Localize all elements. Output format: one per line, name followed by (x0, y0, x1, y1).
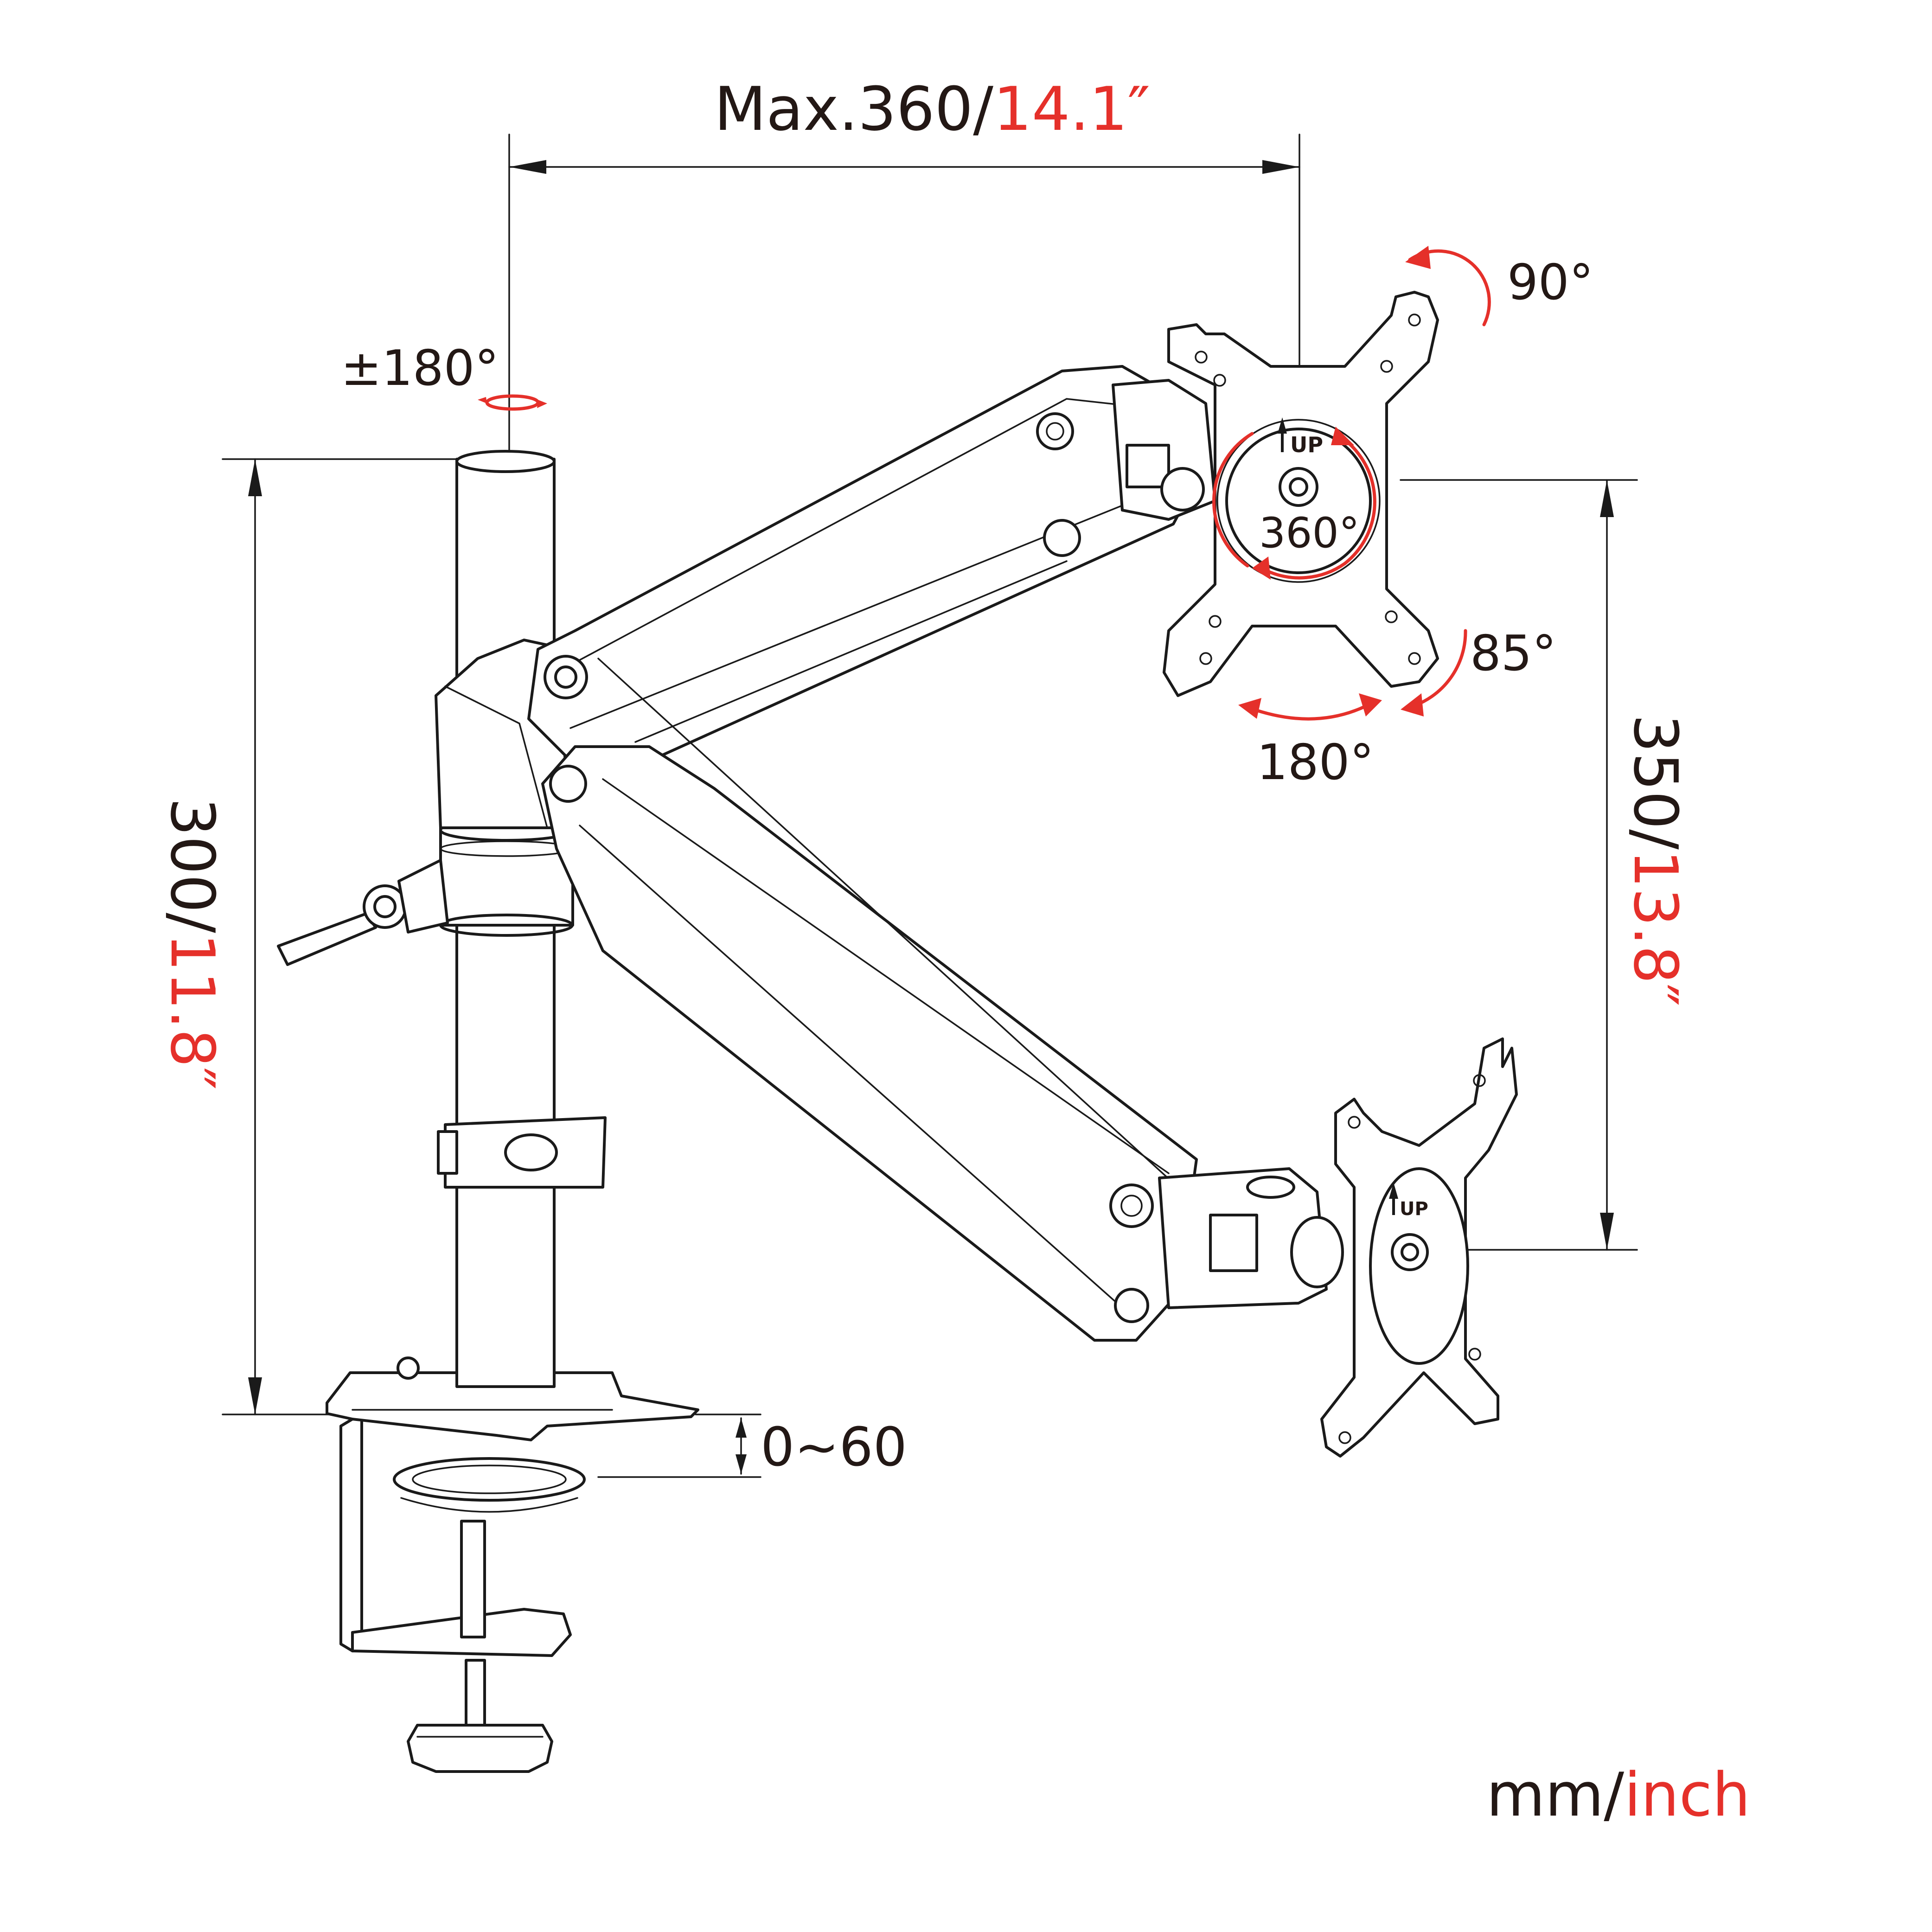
desk-clamp (326, 1356, 699, 1773)
desk-thickness-label: 0~60 (761, 1416, 907, 1478)
tilt-up-label: 90° (1507, 254, 1593, 311)
swivel-label: 180° (1257, 734, 1374, 791)
lower-vesa-plate: UP (1320, 1037, 1518, 1458)
dimension-labels: Max.360/14.1″ ±180° 90° 85° 180° 360° 0~… (157, 74, 1750, 1830)
plate-up-label-lower: UP (1400, 1198, 1428, 1220)
plate-up-label: UP (1290, 432, 1323, 457)
units-label: mm/inch (1486, 1759, 1750, 1830)
pole-height-label: 300/11.8″ (157, 798, 228, 1090)
upper-vesa-plate: UP (1163, 291, 1439, 697)
upper-arm (527, 365, 1216, 767)
rotation-label: 360° (1259, 509, 1360, 557)
tilt-down-label: 85° (1470, 625, 1556, 682)
vertical-travel-label: 350/13.8″ (1620, 714, 1691, 1006)
dimension-lines (222, 134, 1638, 1478)
pole-swivel-label: ±180° (341, 340, 499, 397)
rotation-indicators (478, 246, 1491, 721)
pole (277, 450, 607, 1388)
lower-arm (541, 658, 1344, 1342)
max-reach-label: Max.360/14.1″ (714, 74, 1150, 144)
